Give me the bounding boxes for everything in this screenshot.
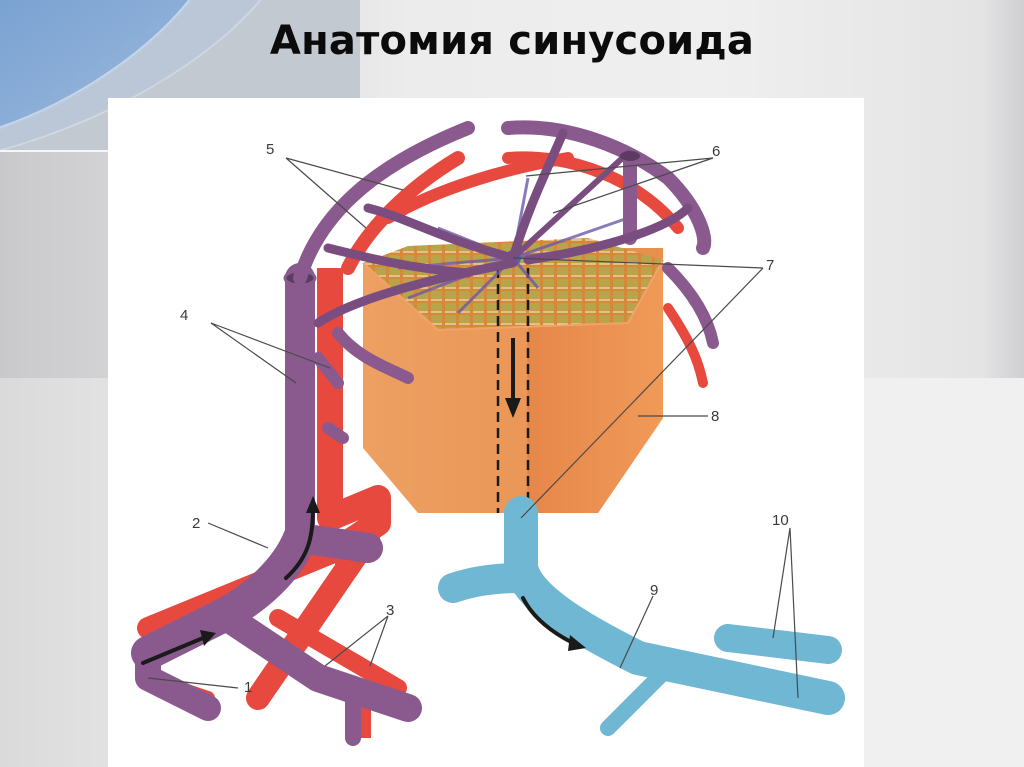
hepatic-lobule — [362, 238, 664, 513]
slide-title: Анатомия синусоида — [269, 18, 755, 64]
diagram-labels: 5 6 7 4 8 2 10 9 3 1 — [180, 141, 789, 696]
portal-vein — [131, 120, 719, 746]
label-10: 10 — [772, 512, 789, 529]
label-1: 1 — [244, 679, 252, 696]
sinusoid-diagram: 5 6 7 4 8 2 10 9 3 1 — [131, 120, 845, 746]
central-vein — [438, 496, 845, 736]
label-2: 2 — [192, 515, 200, 532]
label-3: 3 — [386, 602, 394, 619]
label-9: 9 — [650, 582, 658, 599]
label-5: 5 — [266, 141, 274, 158]
leader-lines — [147, 157, 799, 699]
divider-line — [0, 150, 110, 152]
label-6: 6 — [712, 143, 720, 160]
label-7: 7 — [766, 257, 774, 274]
label-8: 8 — [711, 408, 719, 425]
diagram-image: 5 6 7 4 8 2 10 9 3 1 — [108, 98, 864, 767]
label-4: 4 — [180, 307, 188, 324]
